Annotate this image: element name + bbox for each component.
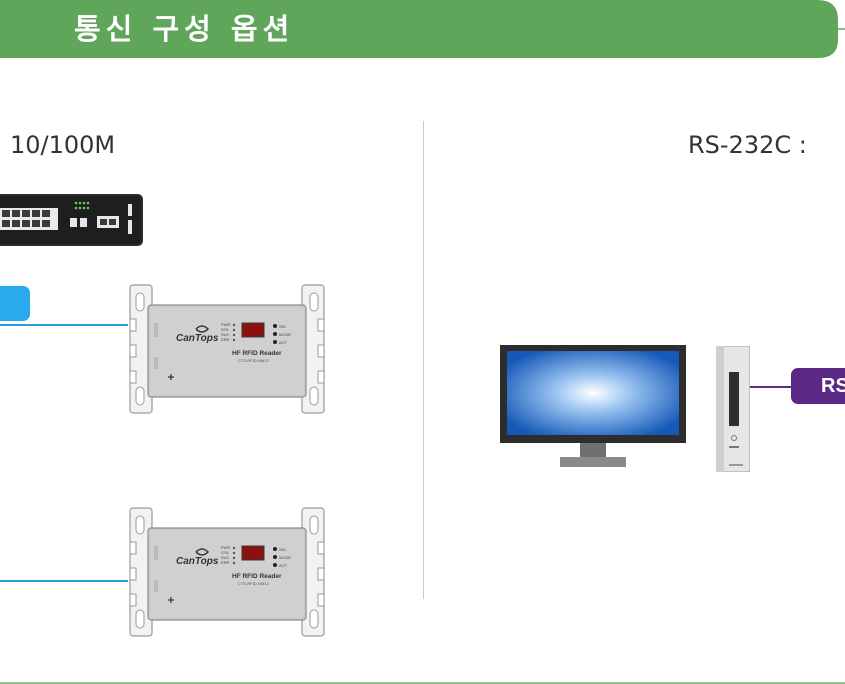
rs232-badge-label: RS xyxy=(821,375,845,397)
svg-text:MODE: MODE xyxy=(279,332,291,337)
svg-text:PWR: PWR xyxy=(221,545,230,550)
svg-text:MODE: MODE xyxy=(279,555,291,560)
reader-model-code: CTS-RFID-HM12 xyxy=(238,581,269,586)
header-banner xyxy=(0,0,845,58)
rfid-reader-device: CanTops HF RFID Reader CTS-RFID-HM12 PWR… xyxy=(129,284,325,414)
rs232-badge xyxy=(791,368,845,404)
serial-heading: RS-232C : xyxy=(688,131,807,159)
ethernet-cable xyxy=(0,324,128,326)
pc-tower-icon xyxy=(716,346,750,472)
footer-divider xyxy=(0,682,845,684)
page-title: 통신 구성 옵션 xyxy=(74,12,295,46)
svg-text:SUC: SUC xyxy=(221,555,230,560)
svg-text:ERR: ERR xyxy=(221,337,230,342)
svg-text:ERR: ERR xyxy=(221,560,230,565)
svg-text:SUC: SUC xyxy=(221,332,230,337)
serial-cable xyxy=(750,386,795,388)
reader-brand-label: CanTops xyxy=(176,333,219,344)
reader-brand-label: CanTops xyxy=(176,556,219,567)
rfid-reader-device: CanTops HF RFID Reader CTS-RFID-HM12 PWR… xyxy=(129,507,325,637)
reader-model-title: HF RFID Reader xyxy=(232,350,282,357)
reader-model-code: CTS-RFID-HM12 xyxy=(238,358,269,363)
reader-model-title: HF RFID Reader xyxy=(232,573,282,580)
ethernet-heading: 10/100M xyxy=(10,131,116,159)
svg-text:ACT: ACT xyxy=(279,563,288,568)
monitor-icon xyxy=(500,345,686,467)
panel-divider xyxy=(423,121,424,599)
svg-text:STA: STA xyxy=(221,327,229,332)
ethernet-cable xyxy=(0,580,128,582)
svg-text:SEL: SEL xyxy=(279,547,287,552)
svg-text:ACT: ACT xyxy=(279,340,288,345)
ethernet-badge xyxy=(0,286,30,321)
svg-text:STA: STA xyxy=(221,550,229,555)
svg-text:SEL: SEL xyxy=(279,324,287,329)
network-switch-icon xyxy=(0,194,143,246)
svg-text:PWR: PWR xyxy=(221,322,230,327)
